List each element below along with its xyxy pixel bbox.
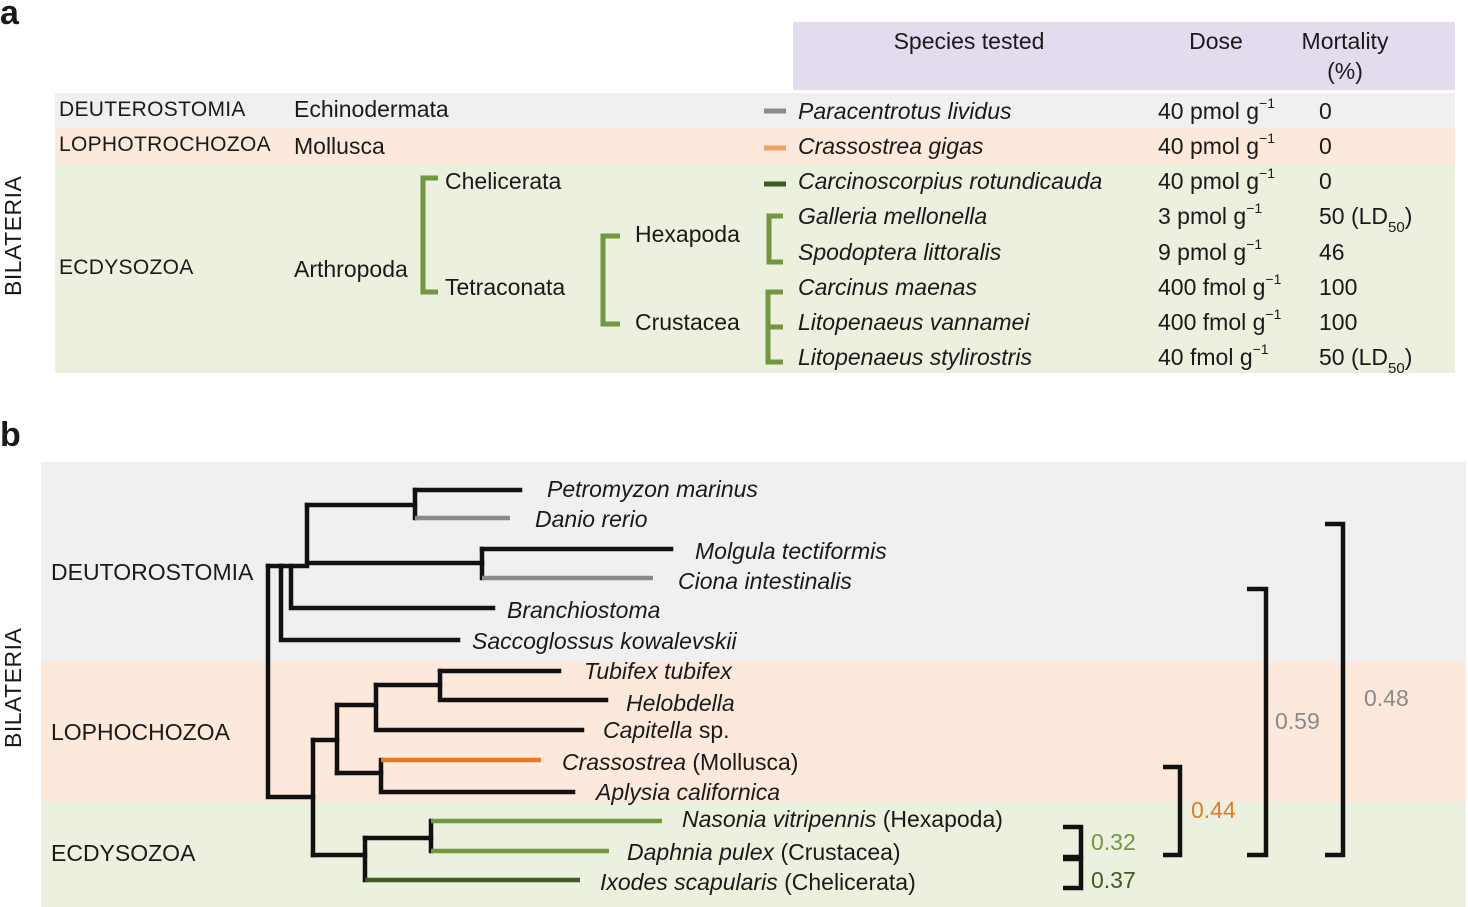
row-species: Litopenaeus stylirostris xyxy=(798,344,1032,370)
tree-group-deutorostomia: DEUTOROSTOMIA xyxy=(51,559,254,585)
panel-a-label: a xyxy=(0,0,19,32)
row-dose: 40 fmol g−1 xyxy=(1158,341,1269,370)
group-lophotrochozoa: LOPHOTROCHOZOA xyxy=(59,133,271,156)
tip-branchiostoma: Branchiostoma xyxy=(507,597,661,623)
row-species: Paracentrotus lividus xyxy=(798,98,1012,124)
panel-b-label: b xyxy=(0,416,21,454)
row-mortality: 0 xyxy=(1319,133,1332,159)
tip-ixodes: Ixodes scapularis (Chelicerata) xyxy=(600,869,916,895)
group-deuterostomia: DEUTEROSTOMIA xyxy=(59,98,246,121)
row-mortality: 0 xyxy=(1319,168,1332,194)
row-dose: 40 pmol g−1 xyxy=(1158,165,1275,194)
tip-danio: Danio rerio xyxy=(535,506,648,532)
value-044: 0.44 xyxy=(1191,797,1236,823)
tip-petromyzon: Petromyzon marinus xyxy=(547,476,758,502)
row-dose: 9 pmol g−1 xyxy=(1158,236,1263,265)
row-dose: 3 pmol g−1 xyxy=(1158,200,1263,229)
tree-group-lophochozoa: LOPHOCHOZOA xyxy=(51,719,230,745)
row-dose: 40 pmol g−1 xyxy=(1158,130,1275,159)
row-dose: 40 pmol g−1 xyxy=(1158,95,1275,124)
header-mortality: Mortality xyxy=(1301,28,1389,54)
row-mortality: 50 (LD50) xyxy=(1319,344,1413,377)
header-mortality-unit: (%) xyxy=(1327,58,1363,84)
row-species: Galleria mellonella xyxy=(798,203,988,229)
clade-crustacea: Crustacea xyxy=(635,309,740,335)
tip-saccoglossus: Saccoglossus kowalevskii xyxy=(472,628,737,654)
clade-chelicerata: Chelicerata xyxy=(445,168,562,194)
value-059: 0.59 xyxy=(1275,708,1320,734)
row-species: Spodoptera littoralis xyxy=(798,239,1002,265)
tree-bilateria-label: BILATERIA xyxy=(0,627,26,748)
tip-nasonia: Nasonia vitripennis (Hexapoda) xyxy=(682,806,1003,832)
value-032: 0.32 xyxy=(1091,829,1136,855)
tree-ecdysozoa-band xyxy=(41,802,1466,907)
header-dose: Dose xyxy=(1189,28,1243,54)
row-species: Carcinoscorpius rotundicauda xyxy=(798,168,1103,194)
clade-tetraconata: Tetraconata xyxy=(445,274,566,300)
tip-helobdella: Helobdella xyxy=(626,690,735,716)
tip-tubifex: Tubifex tubifex xyxy=(584,658,732,684)
tip-daphnia: Daphnia pulex (Crustacea) xyxy=(627,839,901,865)
row-mortality: 100 xyxy=(1319,274,1358,300)
table-bilateria-label: BILATERIA xyxy=(0,175,26,296)
row-dose: 400 fmol g−1 xyxy=(1158,306,1282,335)
row-mortality: 100 xyxy=(1319,309,1358,335)
phylum-mollusca: Mollusca xyxy=(294,133,385,159)
row-species: Litopenaeus vannamei xyxy=(798,309,1030,335)
value-048: 0.48 xyxy=(1364,685,1409,711)
row-dose: 400 fmol g−1 xyxy=(1158,271,1282,300)
lophotrochozoa-band xyxy=(55,128,1455,163)
tip-aplysia: Aplysia californica xyxy=(596,779,781,805)
clade-hexapoda: Hexapoda xyxy=(635,221,740,247)
tip-crassostrea: Crassostrea (Mollusca) xyxy=(562,749,799,775)
row-mortality: 46 xyxy=(1319,239,1345,265)
phylum-arthropoda: Arthropoda xyxy=(294,256,408,282)
deuterostomia-band xyxy=(55,93,1455,128)
row-mortality: 50 (LD50) xyxy=(1319,203,1413,236)
header-species-tested: Species tested xyxy=(893,28,1045,54)
ecdysozoa-band xyxy=(55,163,1455,373)
table-header-band xyxy=(793,22,1455,90)
value-037: 0.37 xyxy=(1091,867,1136,893)
tree-group-ecdysozoa: ECDYSOZOA xyxy=(51,840,196,866)
row-species: Carcinus maenas xyxy=(798,274,977,300)
phylum-echinodermata: Echinodermata xyxy=(294,96,449,122)
tip-ciona: Ciona intestinalis xyxy=(678,568,852,594)
tip-capitella: Capitella sp. xyxy=(603,717,730,743)
row-species: Crassostrea gigas xyxy=(798,133,984,159)
group-ecdysozoa: ECDYSOZOA xyxy=(59,256,194,279)
tip-molgula: Molgula tectiformis xyxy=(695,538,887,564)
row-mortality: 0 xyxy=(1319,98,1332,124)
